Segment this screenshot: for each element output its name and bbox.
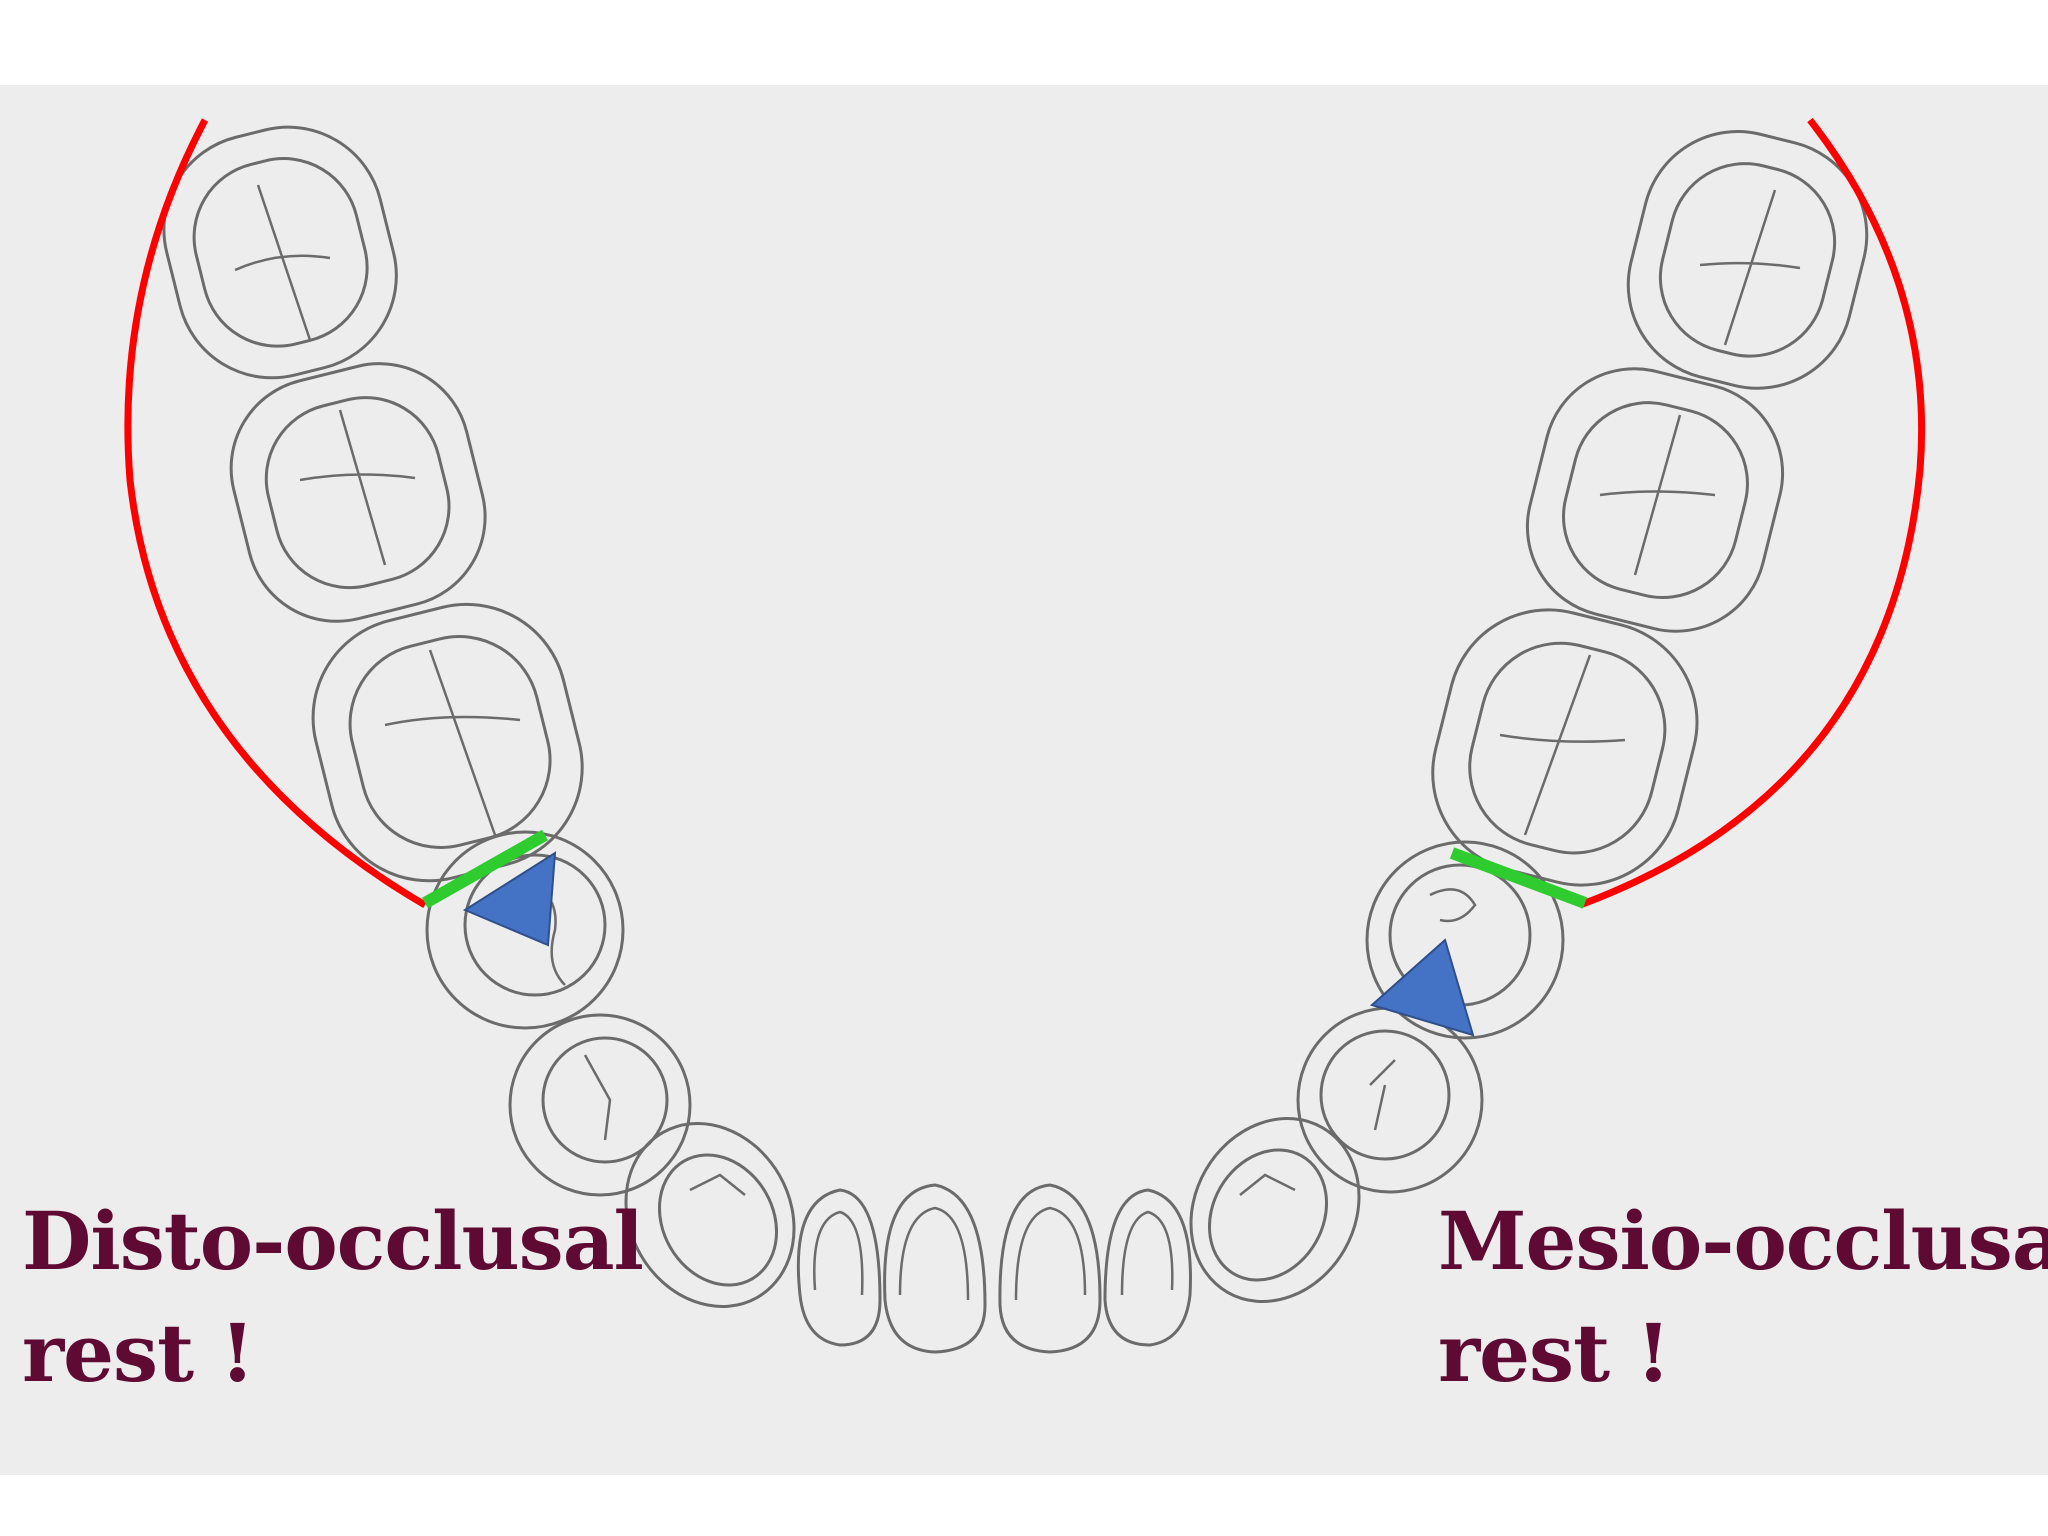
right-rest-boundary-line bbox=[1449, 847, 1588, 909]
left-edentulous-span-arc bbox=[124, 118, 427, 909]
tooth-right-lateral-incisor bbox=[1103, 1188, 1192, 1347]
left-rest-triangle-icon bbox=[462, 851, 557, 947]
tooth-right-central-incisor bbox=[998, 1183, 1102, 1354]
caption-left-line2: rest ! bbox=[22, 1306, 255, 1400]
tooth-right-canine bbox=[1189, 1117, 1361, 1303]
tooth-right-first-molar bbox=[1431, 608, 1699, 887]
right-edentulous-span-arc bbox=[1578, 117, 1926, 909]
tooth-right-second-molar bbox=[1525, 367, 1785, 633]
caption-disto-occlusal-rest: Disto-occlusal rest ! bbox=[22, 1185, 644, 1409]
tooth-left-second-premolar bbox=[425, 830, 625, 1030]
tooth-left-second-molar bbox=[229, 362, 487, 623]
caption-right-line1: Mesio-occlusal bbox=[1438, 1194, 2048, 1288]
tooth-left-third-molar bbox=[162, 125, 398, 380]
caption-mesio-occlusal-rest: Mesio-occlusal rest ! bbox=[1438, 1185, 2048, 1409]
caption-right-line2: rest ! bbox=[1438, 1306, 1671, 1400]
tooth-left-lateral-incisor bbox=[796, 1188, 882, 1347]
left-rest-boundary-line bbox=[422, 829, 548, 909]
caption-left-line1: Disto-occlusal bbox=[22, 1194, 644, 1288]
right-rest-triangle-icon bbox=[1369, 938, 1475, 1037]
mandibular-teeth bbox=[162, 125, 1869, 1354]
arch-illustration-background bbox=[0, 85, 2048, 1475]
tooth-left-first-molar bbox=[311, 602, 584, 883]
tooth-left-canine bbox=[624, 1122, 796, 1308]
tooth-right-first-premolar bbox=[1296, 1006, 1484, 1194]
tooth-left-first-premolar bbox=[508, 1013, 692, 1197]
tooth-left-central-incisor bbox=[883, 1183, 987, 1354]
tooth-right-third-molar bbox=[1626, 130, 1869, 390]
